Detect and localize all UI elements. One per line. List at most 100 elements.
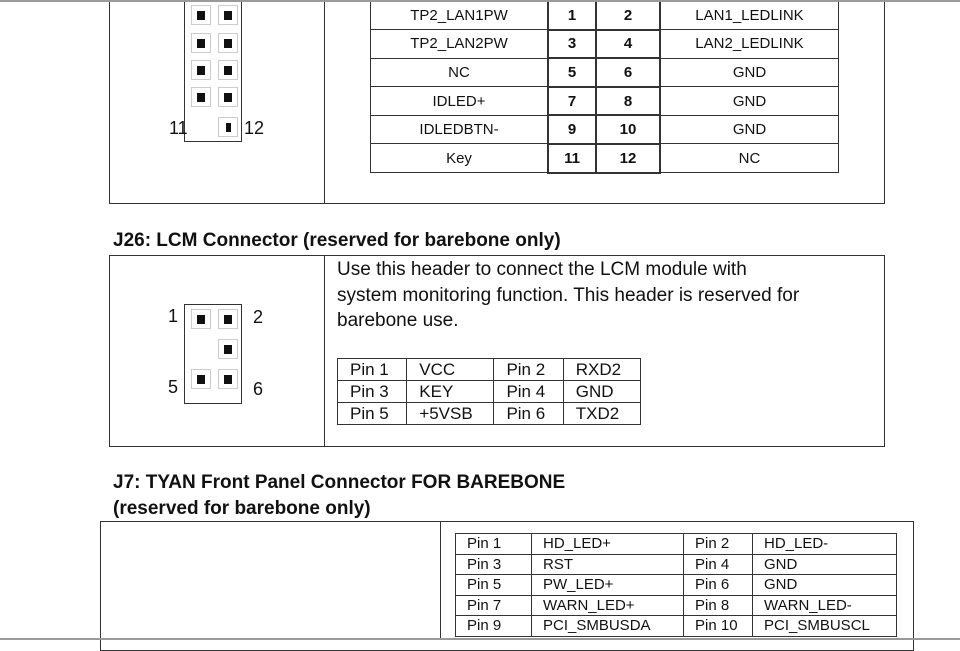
pin-cell: Pin 6 xyxy=(683,574,753,596)
pin-cell: Pin 8 xyxy=(683,594,753,616)
signal-left: TP2_LAN2PW xyxy=(370,29,549,59)
table-row: TP2_LAN2PW 3 4 LAN2_LEDLINK xyxy=(370,28,839,60)
pin-label-11: 11 xyxy=(169,118,188,138)
pin-5 xyxy=(191,369,211,389)
pin-number: 1 xyxy=(547,0,597,31)
description-line: Use this header to connect the LCM modul… xyxy=(337,259,747,280)
pin-label-5: 5 xyxy=(168,377,179,397)
signal-cell: HD_LED+ xyxy=(531,533,684,555)
j7-heading-line2: (reserved for barebone only) xyxy=(113,498,371,519)
signal-cell: HD_LED- xyxy=(752,533,897,555)
pin-number: 10 xyxy=(595,114,661,145)
divider xyxy=(440,521,441,640)
j26-box xyxy=(109,255,885,447)
pin-number: 11 xyxy=(547,142,597,174)
j7-heading-line1: J7: TYAN Front Panel Connector FOR BAREB… xyxy=(113,472,566,493)
pin-12 xyxy=(218,117,238,137)
pin-cell: Pin 4 xyxy=(683,553,753,575)
pin xyxy=(218,33,238,53)
pin-number: 9 xyxy=(547,114,597,145)
j26-heading: J26: LCM Connector (reserved for barebon… xyxy=(113,230,561,251)
lcm-connector-diagram xyxy=(184,304,242,404)
table-row: NC 5 6 GND xyxy=(370,57,839,88)
pin xyxy=(218,5,238,25)
signal-cell: PW_LED+ xyxy=(531,574,684,596)
pin-number: 2 xyxy=(595,0,661,31)
signal-cell: WARN_LED+ xyxy=(531,594,684,616)
signal-right: GND xyxy=(659,86,839,116)
pin xyxy=(191,33,211,53)
table-row: Key 11 12 NC xyxy=(370,142,839,174)
signal-cell: GND xyxy=(752,553,897,575)
signal-right: LAN2_LEDLINK xyxy=(659,29,839,59)
pin-cell: Pin 2 xyxy=(493,358,564,381)
pin xyxy=(191,87,211,107)
pin-number: 8 xyxy=(595,85,661,117)
pin-label-2: 2 xyxy=(253,307,264,327)
signal-right: GND xyxy=(659,114,839,145)
signal-cell: PCI_SMBUSCL xyxy=(752,615,897,637)
signal-right: GND xyxy=(659,57,839,88)
signal-left: TP2_LAN1PW xyxy=(370,0,549,31)
pin-label-1: 1 xyxy=(168,306,179,326)
signal-cell: GND xyxy=(752,574,897,596)
signal-cell: +5VSB xyxy=(406,402,495,425)
signal-cell: RXD2 xyxy=(562,358,642,381)
pin-cell: Pin 10 xyxy=(683,615,753,637)
pin-cell: Pin 7 xyxy=(455,594,532,616)
signal-cell: TXD2 xyxy=(562,402,642,425)
signal-cell: KEY xyxy=(406,380,495,403)
j26-description: Use this header to connect the LCM modul… xyxy=(337,257,799,334)
pin-1 xyxy=(191,309,211,329)
connector-diagram xyxy=(184,0,242,142)
pin-number: 5 xyxy=(547,57,597,88)
table-row: IDLEDBTN- 9 10 GND xyxy=(370,114,839,145)
signal-cell: VCC xyxy=(406,358,495,381)
pin-6 xyxy=(218,369,238,389)
pin xyxy=(218,60,238,80)
viewer-top-edge xyxy=(0,0,960,2)
signal-left: NC xyxy=(370,57,549,88)
pin xyxy=(191,5,211,25)
signal-cell: PCI_SMBUSDA xyxy=(531,615,684,637)
pin-cell: Pin 5 xyxy=(336,402,408,425)
signal-left: IDLEDBTN- xyxy=(370,114,549,145)
pin-number: 7 xyxy=(547,85,597,117)
pin-cell: Pin 3 xyxy=(455,553,532,575)
signal-left: IDLED+ xyxy=(370,86,549,116)
pin-number: 6 xyxy=(595,57,661,88)
pin-cell: Pin 2 xyxy=(683,533,753,555)
signal-cell: RST xyxy=(531,553,684,575)
pin-label-6: 6 xyxy=(253,379,264,399)
table-row: IDLED+ 7 8 GND xyxy=(370,85,839,117)
pin-cell: Pin 9 xyxy=(455,615,532,637)
pin-number: 12 xyxy=(595,142,661,174)
pin-4 xyxy=(218,339,238,359)
pin xyxy=(191,60,211,80)
pin-cell: Pin 4 xyxy=(493,380,564,403)
signal-cell: WARN_LED- xyxy=(752,594,897,616)
pin-cell: Pin 3 xyxy=(336,380,408,403)
j7-heading: J7: TYAN Front Panel Connector FOR BAREB… xyxy=(113,471,565,521)
pin-cell: Pin 1 xyxy=(336,358,408,381)
description-line: system monitoring function. This header … xyxy=(337,284,800,306)
pin-cell: Pin 6 xyxy=(493,402,564,425)
pin-2 xyxy=(218,309,238,329)
pin-label-12: 12 xyxy=(244,118,265,138)
divider xyxy=(324,255,325,446)
divider xyxy=(324,0,325,203)
pin-number: 3 xyxy=(547,28,597,60)
signal-right: NC xyxy=(659,143,839,174)
table-row: TP2_LAN1PW 1 2 LAN1_LEDLINK xyxy=(370,0,839,31)
pin-cell: Pin 5 xyxy=(455,574,532,596)
top-connector-box xyxy=(109,0,885,204)
